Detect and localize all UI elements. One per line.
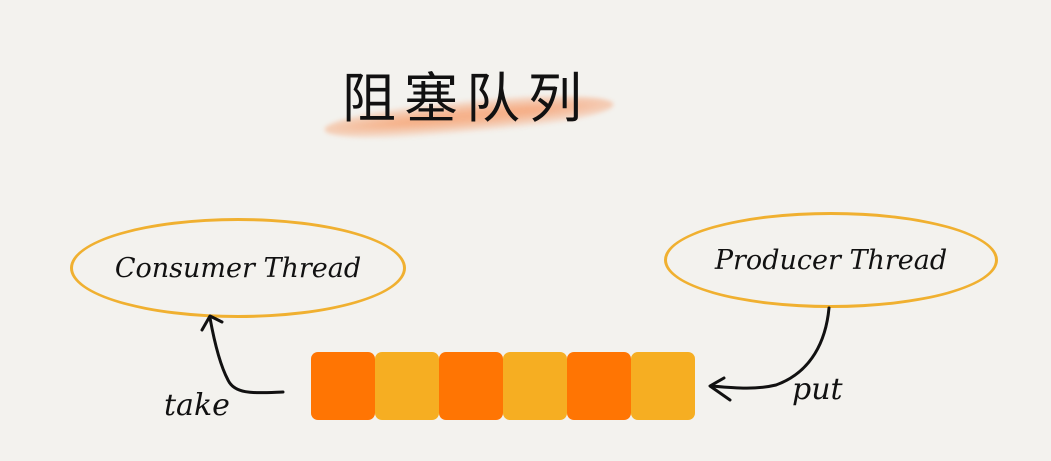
page-title: 阻塞队列 [342, 67, 590, 130]
take-arrowhead-icon [200, 314, 224, 332]
producer-thread-node: Producer Thread [664, 212, 998, 308]
queue-cell [311, 352, 375, 420]
take-label: take [164, 388, 230, 423]
title-block: 阻塞队列 [320, 48, 620, 147]
producer-thread-label: Producer Thread [714, 244, 948, 276]
queue-cell [503, 352, 567, 420]
put-arrow-icon [710, 306, 831, 390]
take-arrow-icon [208, 316, 285, 395]
blocking-queue [311, 352, 695, 420]
queue-cell [439, 352, 503, 420]
queue-cell [631, 352, 695, 420]
queue-cell [375, 352, 439, 420]
put-label: put [792, 372, 843, 407]
queue-cell [567, 352, 631, 420]
put-arrowhead-icon [708, 376, 732, 402]
consumer-thread-label: Consumer Thread [114, 252, 362, 284]
consumer-thread-node: Consumer Thread [70, 218, 406, 318]
